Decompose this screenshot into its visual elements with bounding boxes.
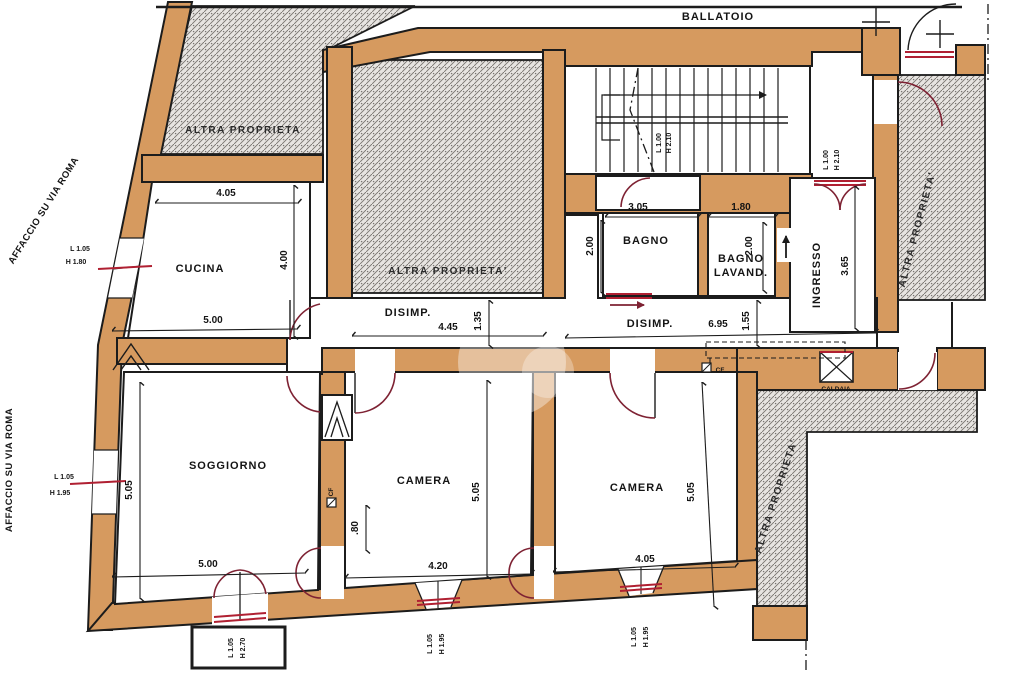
spec-camera1-window-l: L 1.05 [427,634,434,654]
room-cucina [126,181,311,339]
stair-landing-door-arc [620,177,651,208]
caldaia-unit [819,351,854,383]
dim-cucina-width-top: 4.05 [216,188,236,199]
label-soggiorno: SOGGIORNO [189,460,267,472]
entrance-door-leaf-right [839,183,867,211]
wall-central-right [542,49,566,299]
dim-camera1-width: 4.20 [428,561,448,572]
label-affaccio-left: AFFACCIO SU VIA ROMA [4,408,15,532]
room-bagno [602,212,699,297]
room-stairwell [564,65,811,175]
label-bagno-lavanderia-2: LAVAND. [714,267,768,279]
label-camera-1: CAMERA [397,475,451,487]
fixtures [69,3,989,670]
door-gap-sogg-camera [321,546,344,599]
hatch-right [896,74,986,301]
label-other-property-top-left: ALTRA PROPRIETA [185,125,301,136]
spec-stair-door-h: H 2.10 [666,133,673,154]
dim-camera2-width: 4.05 [635,554,655,565]
hatch-center [351,59,544,294]
spec-camera2-window-l: L 1.05 [631,627,638,647]
wall-south-band-far-right [936,347,986,391]
spec-cucina-window-h: H 1.80 [66,259,87,266]
spec-balcony-door-h: H 2.70 [240,638,247,659]
room-soggiorno [113,371,322,606]
dim-bagno-width: 3.05 [628,202,648,213]
camera-camera-door-arc-a [508,547,535,574]
dim-soggiorno-height: 5.05 [124,480,135,500]
soggiorno-door-arc [286,375,321,413]
label-caldaia: CALDAIA [821,386,851,393]
dim-disimp2-width: 1.55 [741,311,752,331]
label-cf-1: CF [716,367,725,374]
spec-soggiorno-window-h: H 1.95 [50,490,71,497]
door-gap-camera2 [610,349,655,373]
door-gap-camera1 [355,349,395,373]
cf-symbol-1 [701,362,712,373]
label-cucina: CUCINA [176,263,225,275]
spec-balcony-door-l: L 1.05 [228,638,235,658]
cf-symbol-2 [326,497,337,508]
dimensions: 4.05 4.00 5.00 4.45 1.35 6.95 1.55 3.05 … [112,185,875,606]
wall-cucina-south [116,337,288,365]
spec-soggiorno-window-l: L 1.05 [54,474,74,481]
wall-central-left [326,46,353,299]
wall-cucina-north [141,154,324,183]
camera2-door-arc [609,372,656,419]
label-disimpegno-2: DISIMP. [627,318,674,330]
dashed-duct [705,341,846,359]
room-ingresso [789,177,876,333]
spec-stair-door-l: L 1.00 [656,133,663,153]
hatch-bottom-right [756,389,978,611]
wall-hatch-bottom-stub [752,605,808,641]
dim-bagno-depth: 2.00 [585,236,596,256]
wall-south-band-right [736,347,899,391]
camera1-door-arc [354,372,396,414]
spec-camera2-window-h: H 1.95 [643,627,650,648]
door-arc-top-right [907,3,957,51]
door-arc-south-right [898,352,936,390]
label-camera-2: CAMERA [610,482,664,494]
dim-soggiorno-width: 5.00 [198,559,218,570]
door-gap-lavanderia [777,228,791,262]
dim-cucina-width-bottom: 5.00 [203,315,223,326]
door-arc-into-right-property [897,81,943,127]
label-bagno: BAGNO [623,235,669,247]
door-gap-camera-camera [534,546,554,599]
label-ingresso: INGRESSO [811,242,823,308]
label-ballatoio: BALLATOIO [682,11,754,23]
stair-section-line [629,67,655,173]
flue-symbol-niche [324,399,350,438]
stairs [595,67,788,173]
spec-entrance-door-l: L 1.00 [823,150,830,170]
balcony [190,625,287,670]
dim-cucina-height: 4.00 [279,250,290,270]
spec-camera1-window-h: H 1.95 [439,634,446,655]
label-bagno-lavanderia-1: BAGNO [718,253,764,265]
survey-cross-icon [862,8,954,48]
label-disimpegno-1: DISIMP. [385,307,432,319]
label-cf-2: CF [328,488,335,497]
dim-lavanderia-depth: 2.00 [744,236,755,256]
wall-top-right-b [955,44,986,76]
spec-entrance-door-h: H 2.10 [834,150,841,171]
room-stair-landing [595,175,701,211]
flue-symbol-cucina [112,342,150,371]
dim-camera2-height: 5.05 [686,482,697,502]
dim-disimp1-length: 4.45 [438,322,458,333]
wall-top-right-a [861,27,901,76]
dim-camera1-niche: .80 [350,521,361,535]
dim-lavanderia-width: 1.80 [731,202,751,213]
dim-disimp1-width: 1.35 [473,311,484,331]
wall-camera2-right [736,371,758,566]
dim-disimp2-length: 6.95 [708,319,728,330]
dim-camera1-height: 5.05 [471,482,482,502]
dim-ingresso-length: 3.65 [840,256,851,276]
spec-cucina-window-l: L 1.05 [70,246,90,253]
label-other-property-center: ALTRA PROPRIETA' [388,266,508,277]
room-camera-2 [554,371,738,575]
wall-top-band [322,27,863,74]
door-gap-right-wall [874,80,897,124]
